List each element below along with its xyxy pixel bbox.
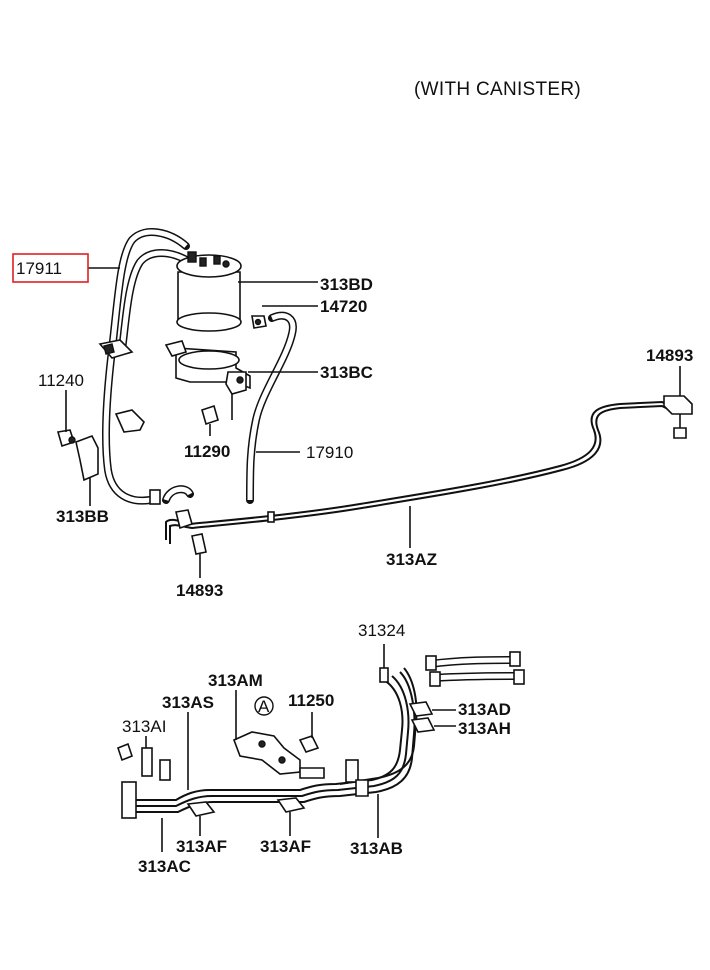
leader-lines-upper xyxy=(65,267,681,578)
diagram-title: (WITH CANISTER) xyxy=(414,79,581,100)
hose-bracket-mid xyxy=(114,409,145,433)
label-313AD: 313AD xyxy=(458,700,511,719)
label-313BB: 313BB xyxy=(56,507,109,526)
detail-marker-text: A xyxy=(258,697,270,716)
detail-marker-a: A xyxy=(254,696,274,716)
label-313AB: 313AB xyxy=(350,839,403,858)
fitting-near-canister xyxy=(149,485,194,505)
bracket-313AM xyxy=(232,731,325,779)
label-17910: 17910 xyxy=(306,443,353,462)
label-313AF-right: 313AF xyxy=(260,837,311,856)
label-313AI: 313AI xyxy=(122,717,166,736)
label-313AS: 313AS xyxy=(162,693,214,712)
leader-lines-lower xyxy=(145,644,456,852)
bolt-11290 xyxy=(201,404,219,436)
label-11290: 11290 xyxy=(184,442,230,461)
clip-14893-bottom xyxy=(191,533,207,555)
label-14720: 14720 xyxy=(320,297,367,316)
label-313BC: 313BC xyxy=(320,363,373,382)
label-11250: 11250 xyxy=(288,691,334,710)
fuel-tube-bundle xyxy=(130,651,525,813)
label-14893-top: 14893 xyxy=(646,346,693,365)
hose-17910 xyxy=(246,311,297,504)
label-313AZ: 313AZ xyxy=(386,550,437,569)
clip-313AF-left xyxy=(186,801,216,817)
bolt-11240 xyxy=(56,429,76,448)
bracket-313BB xyxy=(75,434,99,482)
label-313BD: 313BD xyxy=(320,275,373,294)
bolt-11250 xyxy=(298,735,320,753)
clip-313AF-right xyxy=(276,797,306,813)
label-313AM: 313AM xyxy=(208,671,263,690)
label-31324: 31324 xyxy=(358,621,405,640)
canister-313BD xyxy=(176,251,242,332)
clip-313AD xyxy=(408,701,434,717)
connector-14893-top xyxy=(663,395,693,439)
hose-clamp-upper xyxy=(98,339,134,359)
label-313AH: 313AH xyxy=(458,719,511,738)
label-11240: 11240 xyxy=(38,371,84,390)
vapor-line-313AZ xyxy=(165,400,671,544)
label-14893-bottom: 14893 xyxy=(176,581,223,600)
label-313AF-left: 313AF xyxy=(176,837,227,856)
clip-14720 xyxy=(251,315,267,329)
canister-bracket-313BC xyxy=(164,340,251,395)
label-17911: 17911 xyxy=(16,259,62,278)
highlight-box-17911 xyxy=(12,253,89,283)
clip-313AH xyxy=(410,717,436,733)
label-313AC: 313AC xyxy=(138,857,191,876)
clip-31324 xyxy=(379,667,389,683)
fittings-313AI xyxy=(117,742,171,819)
bracket-313AB-area xyxy=(345,759,369,797)
